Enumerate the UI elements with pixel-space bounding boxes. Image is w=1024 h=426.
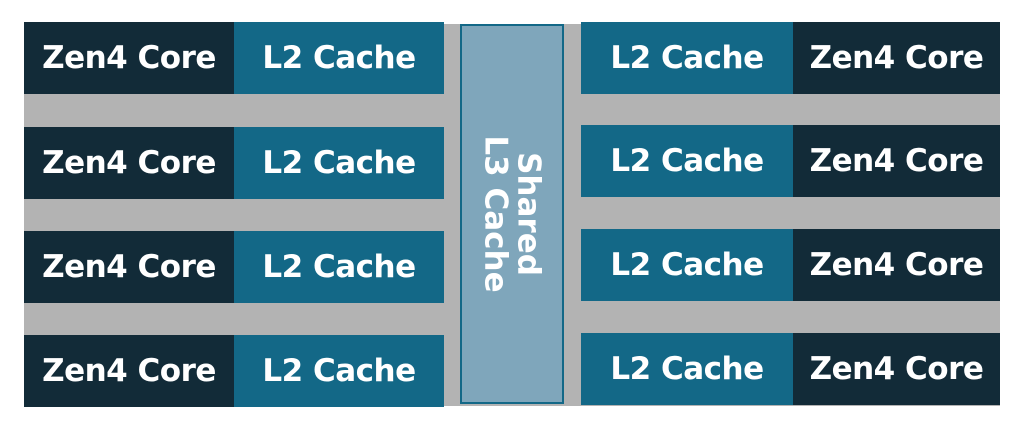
right-l2-cache-2: L2 Cache	[581, 125, 793, 197]
left-l2-cache-3: L2 Cache	[234, 231, 444, 303]
l3-label-line1: Shared	[510, 152, 547, 276]
right-l2-cache-1: L2 Cache	[581, 22, 793, 94]
left-core-2: Zen4 Core	[24, 127, 234, 199]
right-core-3: Zen4 Core	[793, 229, 1000, 301]
right-core-4: Zen4 Core	[793, 333, 1000, 405]
left-core-3: Zen4 Core	[24, 231, 234, 303]
l3-label-line2: L3 Cache	[478, 135, 514, 293]
left-l2-cache-2: L2 Cache	[234, 127, 444, 199]
left-l2-cache-4: L2 Cache	[234, 335, 444, 407]
left-core-4: Zen4 Core	[24, 335, 234, 407]
right-l2-cache-4: L2 Cache	[581, 333, 793, 405]
right-l2-cache-3: L2 Cache	[581, 229, 793, 301]
right-core-1: Zen4 Core	[793, 22, 1000, 94]
shared-l3-cache: Shared L3 Cache	[460, 24, 564, 404]
left-l2-cache-1: L2 Cache	[234, 22, 444, 94]
left-core-1: Zen4 Core	[24, 22, 234, 94]
right-core-2: Zen4 Core	[793, 125, 1000, 197]
